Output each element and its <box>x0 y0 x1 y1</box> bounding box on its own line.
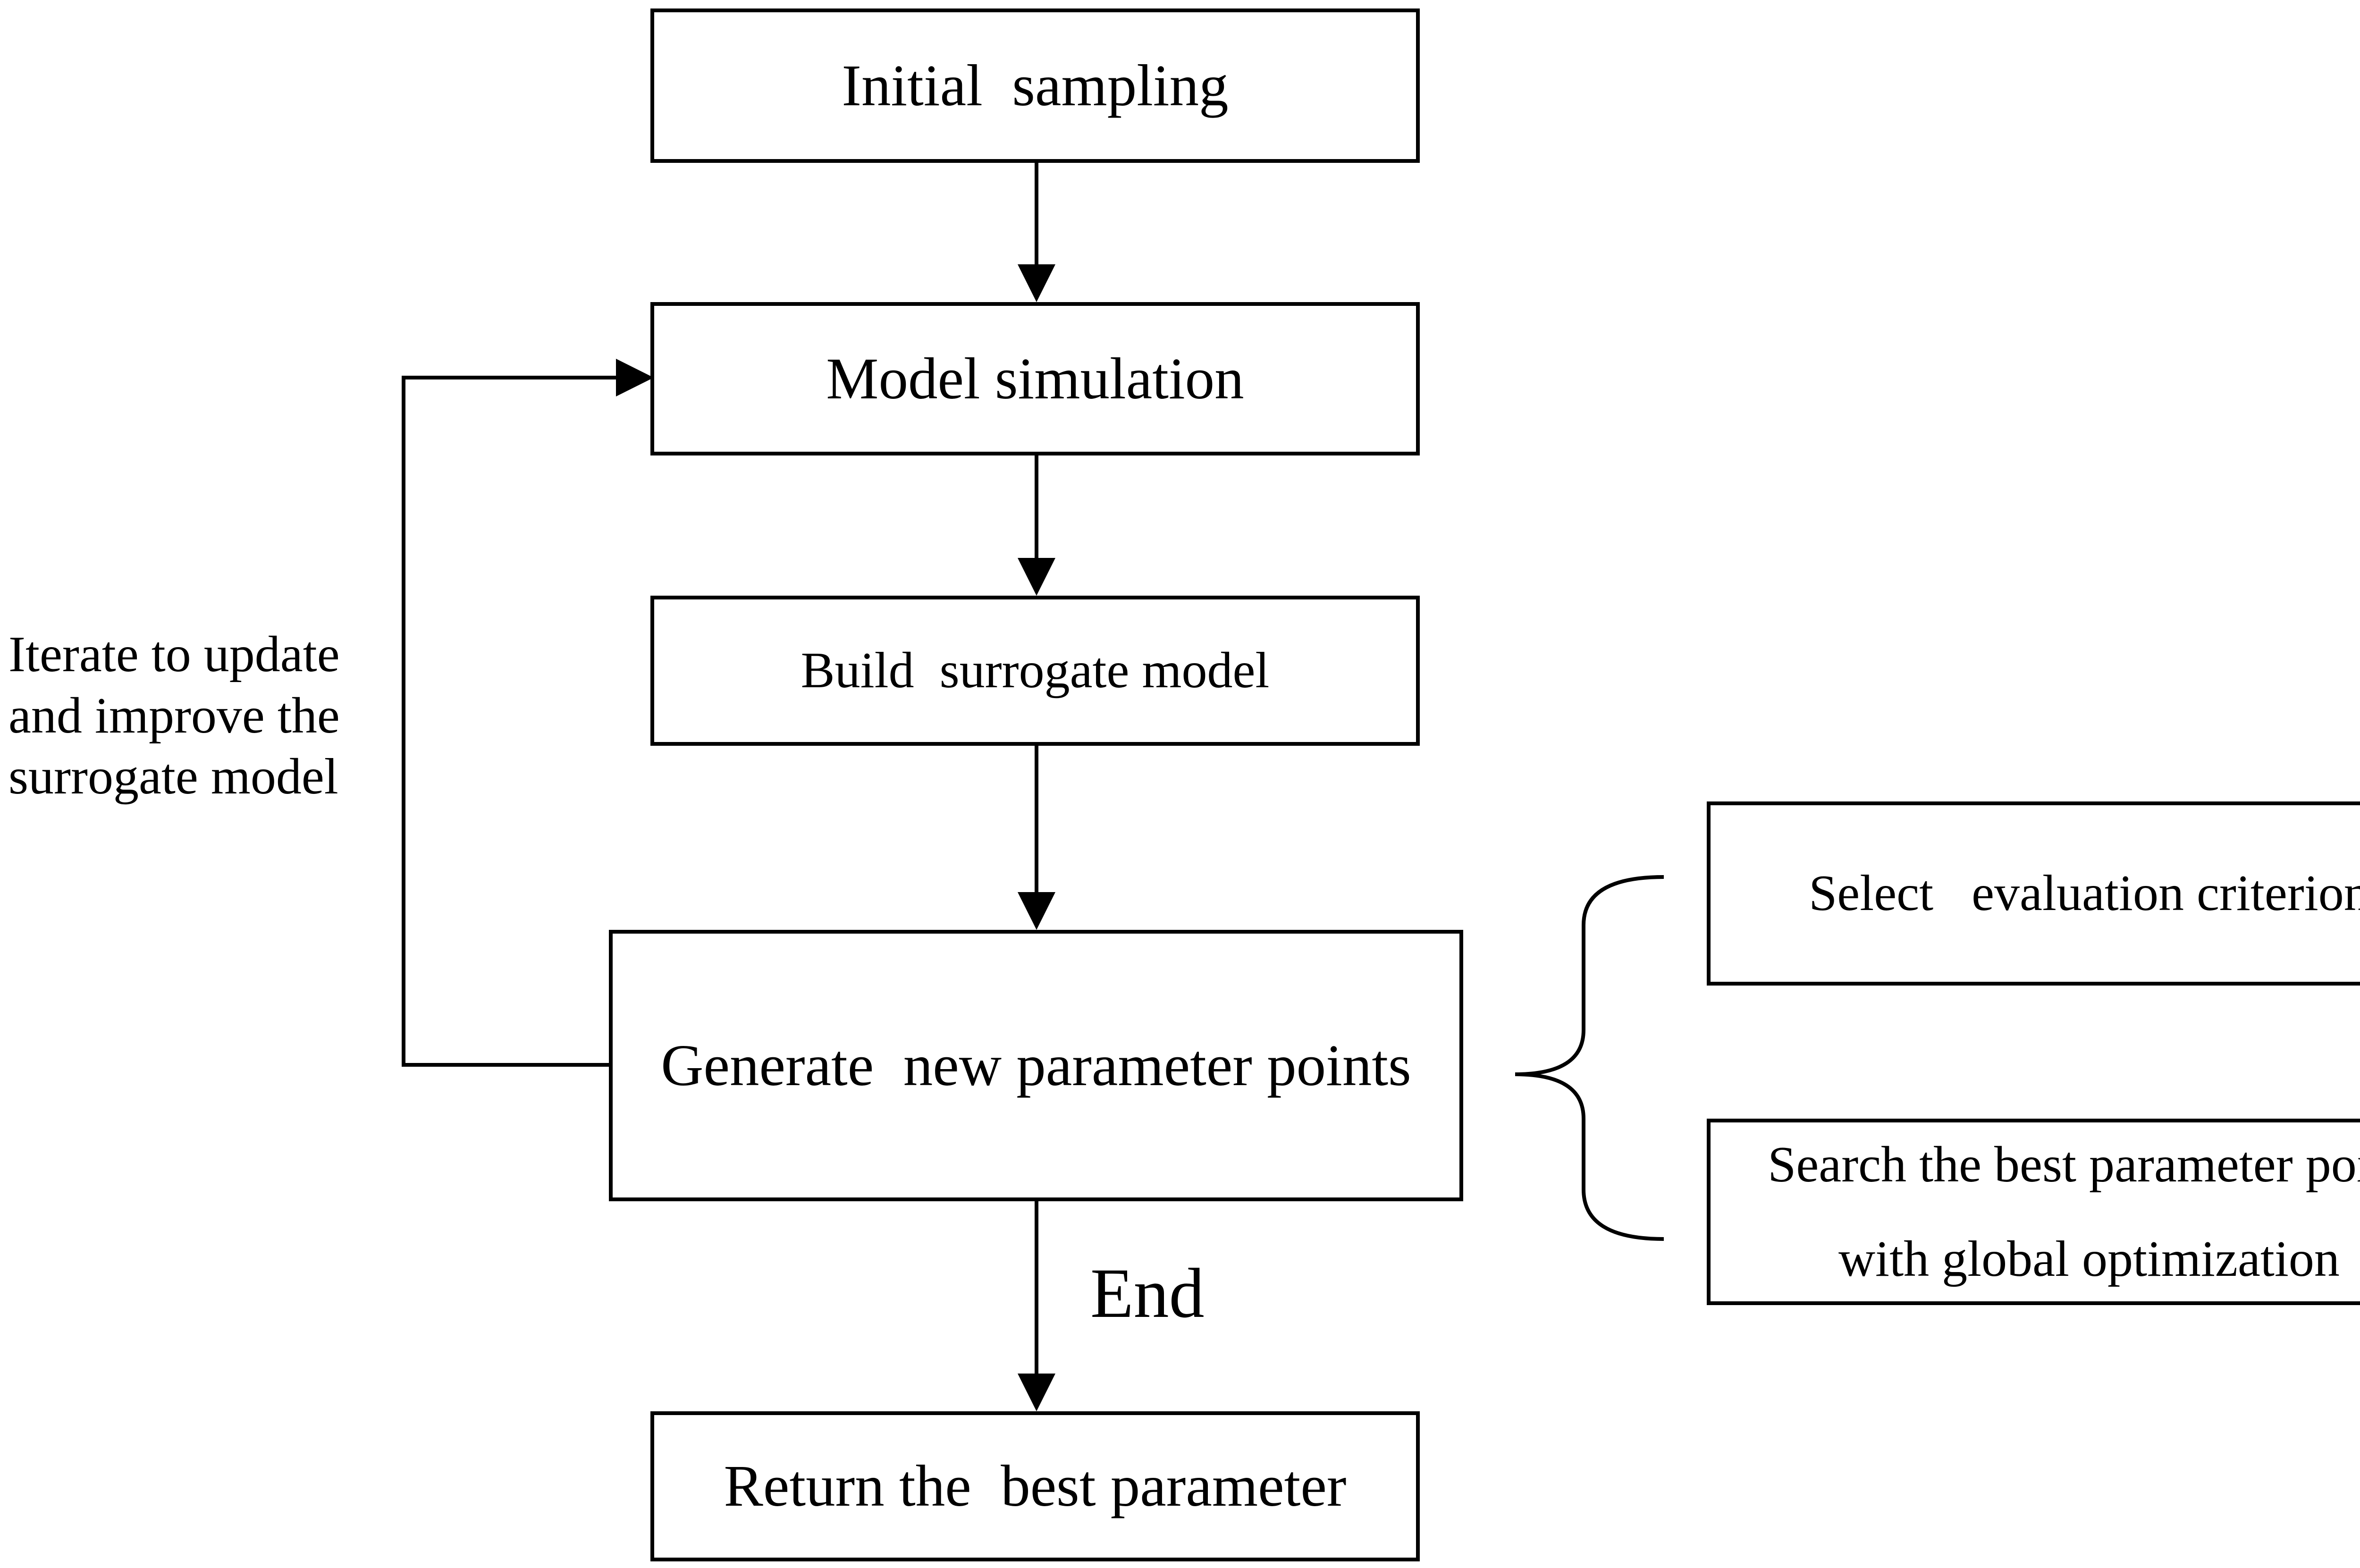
search-best-box: Search the best parameter point with glo… <box>1707 1119 2360 1305</box>
iterate-annotation-line3: surrogate model <box>8 749 338 805</box>
build-surrogate-box: Build surrogate model <box>650 596 1420 746</box>
return-best-label: Return the best parameter <box>724 1454 1347 1519</box>
search-best-label-line2: with global optimization <box>1838 1231 2340 1287</box>
return-best-box: Return the best parameter <box>650 1411 1420 1561</box>
end-label: End <box>1090 1254 1205 1332</box>
initial-sampling-box: Initial sampling <box>650 8 1420 163</box>
search-best-label-line1: Search the best parameter point <box>1768 1136 2360 1193</box>
initial-sampling-label: Initial sampling <box>842 53 1229 118</box>
iterate-annotation: Iterate to update and improve the surrog… <box>8 624 340 808</box>
iterate-annotation-line1: Iterate to update <box>8 626 340 683</box>
select-criterion-box: Select evaluation criterion <box>1707 801 2360 986</box>
select-criterion-label: Select evaluation criterion <box>1809 865 2360 922</box>
generate-points-box: Generate new parameter points <box>609 930 1463 1201</box>
model-simulation-box: Model simulation <box>650 302 1420 455</box>
curly-brace <box>1515 875 1664 1241</box>
iterate-annotation-line2: and improve the <box>8 687 340 744</box>
feedback-loop-arrow <box>402 359 654 1067</box>
generate-points-label: Generate new parameter points <box>661 1033 1411 1098</box>
build-surrogate-label: Build surrogate model <box>801 642 1270 699</box>
model-simulation-label: Model simulation <box>826 346 1244 412</box>
